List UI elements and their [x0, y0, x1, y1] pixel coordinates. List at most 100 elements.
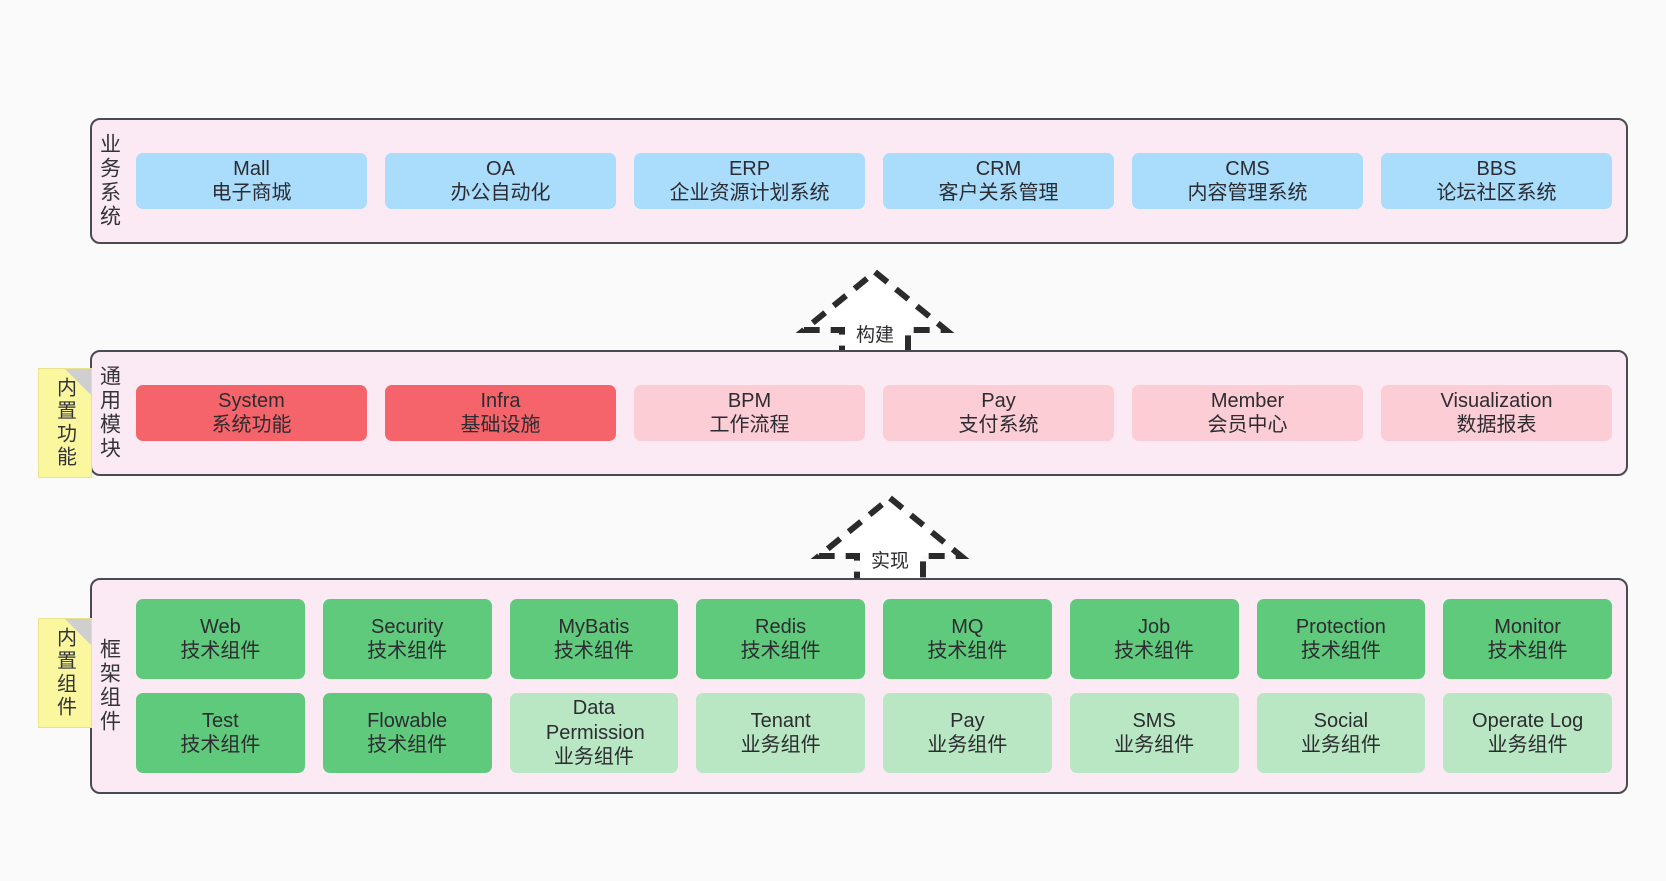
card-mall[interactable]: Mall 电子商城 [136, 152, 367, 210]
card-title: Job [1138, 615, 1171, 638]
note-fold-icon [65, 619, 91, 645]
layer-title-common-module: 通用模块 [97, 365, 121, 461]
build-arrow: 构建 [795, 268, 955, 359]
card-title: Monitor [1494, 615, 1561, 638]
card-subtitle: 工作流程 [709, 414, 790, 436]
card-subtitle: 数据报表 [1456, 414, 1537, 436]
card-title: Social [1313, 709, 1369, 732]
card-web[interactable]: Web 技术组件 [136, 599, 305, 679]
card-row: System 系统功能 Infra 基础设施 BPM 工作流程 Pay 支付系统… [136, 384, 1612, 442]
card-row: Web 技术组件 Security 技术组件 MyBatis 技术组件 Redi… [136, 599, 1612, 679]
card-subtitle: 业务组件 [1300, 734, 1381, 756]
card-title: ERP [728, 157, 771, 180]
card-subtitle: 技术组件 [1114, 640, 1195, 662]
card-social[interactable]: Social 业务组件 [1256, 693, 1426, 773]
note-fold-icon [65, 369, 91, 395]
layer-business-system: 业务系统 Mall 电子商城 OA 办公自动化 ERP 企业资源计划系统 CRM… [90, 118, 1628, 244]
layer-body-framework-component: Web 技术组件 Security 技术组件 MyBatis 技术组件 Redi… [126, 580, 1626, 792]
card-security[interactable]: Security 技术组件 [322, 599, 492, 679]
card-subtitle: 业务组件 [1114, 734, 1195, 756]
build-arrow-shape [795, 268, 955, 359]
card-subtitle: 系统功能 [211, 414, 292, 436]
card-pay-business[interactable]: Pay 业务组件 [883, 693, 1052, 773]
card-tenant[interactable]: Tenant 业务组件 [696, 693, 865, 773]
card-crm[interactable]: CRM 客户关系管理 [883, 152, 1114, 210]
card-subtitle: 技术组件 [1300, 640, 1381, 662]
card-pay[interactable]: Pay 支付系统 [883, 384, 1114, 442]
note-label: 内置功能 [53, 377, 76, 469]
card-title: Web [199, 615, 241, 638]
card-title: Flowable [367, 709, 448, 732]
card-title: SMS [1132, 709, 1176, 732]
layer-title-business-system: 业务系统 [97, 133, 121, 229]
card-subtitle: 企业资源计划系统 [669, 182, 830, 204]
card-subtitle: 技术组件 [180, 734, 261, 756]
card-title: Operate Log [1472, 709, 1584, 732]
build-arrow-label: 构建 [855, 325, 894, 346]
note-builtin-function: 内置功能 [38, 368, 92, 478]
card-title: Pay [981, 389, 1016, 412]
card-flowable[interactable]: Flowable 技术组件 [322, 693, 492, 773]
card-monitor[interactable]: Monitor 技术组件 [1443, 599, 1612, 679]
card-job[interactable]: Job 技术组件 [1069, 599, 1239, 679]
card-subtitle: 支付系统 [958, 414, 1039, 436]
card-title: Protection [1295, 615, 1386, 638]
note-builtin-component: 内置组件 [38, 618, 92, 728]
card-member[interactable]: Member 会员中心 [1132, 384, 1363, 442]
card-cms[interactable]: CMS 内容管理系统 [1132, 152, 1363, 210]
card-subtitle: 会员中心 [1207, 414, 1288, 436]
card-title: Infra [480, 389, 521, 412]
card-title: MQ [951, 615, 984, 638]
card-subtitle: 内容管理系统 [1187, 182, 1308, 204]
card-subtitle: 论坛社区系统 [1436, 182, 1557, 204]
note-label: 内置组件 [53, 627, 76, 719]
card-redis[interactable]: Redis 技术组件 [696, 599, 865, 679]
layer-body-business-system: Mall 电子商城 OA 办公自动化 ERP 企业资源计划系统 CRM 客户关系… [126, 120, 1626, 242]
card-subtitle: 技术组件 [1487, 640, 1568, 662]
card-subtitle: 办公自动化 [450, 182, 551, 204]
card-title: MyBatis [558, 615, 630, 638]
card-title: Test [202, 709, 239, 732]
card-oa[interactable]: OA 办公自动化 [385, 152, 616, 210]
card-sms[interactable]: SMS 业务组件 [1069, 693, 1239, 773]
card-subtitle: 技术组件 [553, 640, 634, 662]
implement-arrow: 实现 [810, 494, 970, 585]
card-system[interactable]: System 系统功能 [136, 384, 367, 442]
card-title: Tenant [750, 709, 811, 732]
card-subtitle: 基础设施 [460, 414, 541, 436]
card-data-permission[interactable]: Data Permission 业务组件 [509, 693, 679, 773]
card-bpm[interactable]: BPM 工作流程 [634, 384, 865, 442]
card-title: Data Permission [545, 697, 645, 744]
card-erp[interactable]: ERP 企业资源计划系统 [634, 152, 865, 210]
card-title: Mall [233, 157, 270, 180]
card-subtitle: 技术组件 [367, 734, 448, 756]
card-mybatis[interactable]: MyBatis 技术组件 [509, 599, 679, 679]
card-subtitle: 业务组件 [740, 734, 821, 756]
card-infra[interactable]: Infra 基础设施 [385, 384, 616, 442]
card-subtitle: 业务组件 [1487, 734, 1568, 756]
card-subtitle: 客户关系管理 [938, 182, 1059, 204]
card-title: Redis [755, 615, 807, 638]
implement-arrow-label: 实现 [870, 551, 909, 572]
card-bbs[interactable]: BBS 论坛社区系统 [1381, 152, 1612, 210]
card-title: CMS [1225, 157, 1270, 180]
card-row: Mall 电子商城 OA 办公自动化 ERP 企业资源计划系统 CRM 客户关系… [136, 152, 1612, 210]
layer-common-module: 通用模块 System 系统功能 Infra 基础设施 BPM 工作流程 Pay… [90, 350, 1628, 476]
card-subtitle: 技术组件 [927, 640, 1008, 662]
card-title: Security [371, 615, 444, 638]
card-title: OA [486, 157, 515, 180]
card-title: CRM [975, 157, 1022, 180]
card-visualization[interactable]: Visualization 数据报表 [1381, 384, 1612, 442]
card-title: BPM [727, 389, 772, 412]
layer-title-framework-component: 框架组件 [97, 638, 121, 734]
card-title: Pay [950, 709, 985, 732]
layer-body-common-module: System 系统功能 Infra 基础设施 BPM 工作流程 Pay 支付系统… [126, 352, 1626, 474]
card-operate-log[interactable]: Operate Log 业务组件 [1443, 693, 1612, 773]
card-test[interactable]: Test 技术组件 [136, 693, 305, 773]
card-row: Test 技术组件 Flowable 技术组件 Data Permission … [136, 693, 1612, 773]
implement-arrow-shape [810, 494, 970, 585]
card-mq[interactable]: MQ 技术组件 [883, 599, 1052, 679]
card-subtitle: 技术组件 [367, 640, 448, 662]
card-protection[interactable]: Protection 技术组件 [1256, 599, 1426, 679]
